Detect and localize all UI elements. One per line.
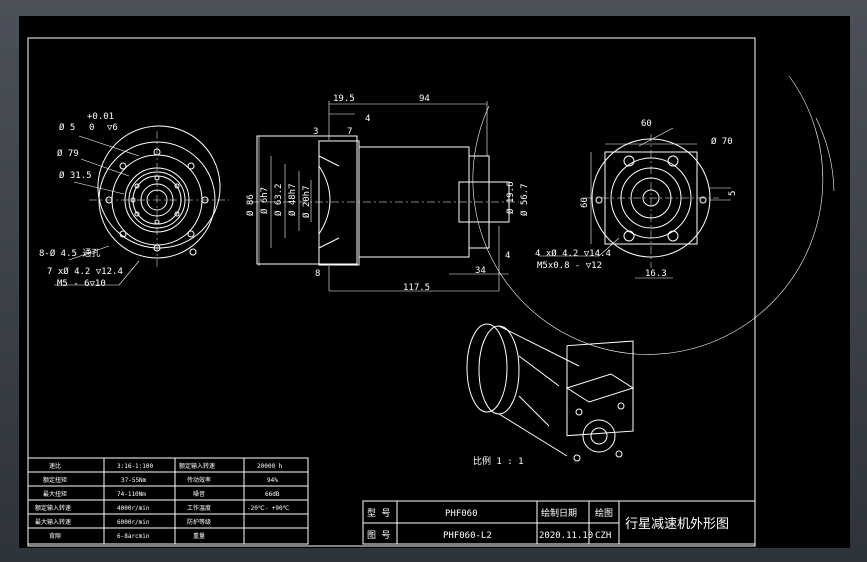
side-dia-2: Ø 63.2 <box>273 183 284 216</box>
tb-title: 行星减速机外形图 <box>625 517 729 532</box>
side-dim-6: 34 <box>475 266 486 276</box>
spec-r1-c1: 37-55Nm <box>121 477 147 484</box>
side-dia-3: Ø 48h7 <box>287 183 298 216</box>
side-dim-5: 8 <box>315 269 320 279</box>
spec-r2-c1: 74-110Nm <box>117 491 146 498</box>
side-dim-2: 4 <box>365 114 370 124</box>
spec-r1-c3: 94% <box>267 477 278 484</box>
flange-holes-2: M5x0.8 - ▽12 <box>537 261 602 271</box>
tb-drawing-no: PHF060-L2 <box>443 531 492 541</box>
tb-model-label: 型 号 <box>367 508 390 519</box>
section-circle-arc <box>815 117 835 192</box>
side-view <box>251 101 519 292</box>
side-dim-4: 7 <box>347 127 352 137</box>
flange-view <box>539 127 731 279</box>
front-bore-dia: Ø 5 <box>59 122 75 133</box>
drawing-border <box>27 37 756 547</box>
title-block <box>362 500 756 545</box>
spec-r4-c0: 最大输入转速 <box>35 518 71 526</box>
isometric-view <box>466 323 635 462</box>
spec-r3-c0: 额定输入转速 <box>35 504 71 512</box>
tb-date-label: 绘制日期 <box>541 507 577 519</box>
front-holes-inner-2: M5 - 6▽10 <box>57 279 106 289</box>
spec-r5-c1: 6-8arcmin <box>117 533 150 540</box>
flange-height: 60 <box>580 197 590 208</box>
front-tol-upper: +0.01 <box>87 112 114 122</box>
tb-model: PHF060 <box>445 509 478 519</box>
spec-r0-c2: 额定输入转速 <box>179 462 215 470</box>
flange-key-width: 16.3 <box>645 269 667 279</box>
iso-label: 比例 1 : 1 <box>473 455 524 467</box>
spec-r1-c0: 额定扭矩 <box>43 476 67 484</box>
spec-r0-c1: 3:16-1:100 <box>117 463 154 470</box>
side-dim-1: 94 <box>419 94 430 104</box>
flange-width: 60 <box>641 119 652 129</box>
flange-pcd: Ø 70 <box>711 136 733 147</box>
spec-table <box>27 457 309 545</box>
tb-date: 2020.11.10 <box>539 531 593 541</box>
side-dia-4: Ø 20h7 <box>301 185 312 218</box>
cad-drawing-canvas[interactable]: +0.01 Ø 5 0 ▽6 Ø 79 Ø 31.5 8-Ø 4.5 通孔 7 … <box>19 16 850 548</box>
side-dia-1: Ø 6h7 <box>259 187 270 214</box>
spec-r0-c3: 20000 h <box>257 463 283 470</box>
spec-r5-c2: 重量 <box>193 532 205 540</box>
tb-drawing-no-label: 图 号 <box>367 530 390 541</box>
spec-r1-c2: 传动效率 <box>187 476 211 484</box>
side-dim-0: 19.5 <box>333 94 355 104</box>
section-circle <box>472 75 824 355</box>
spec-r2-c2: 噪音 <box>193 490 205 498</box>
spec-r4-c2: 防护等级 <box>187 518 211 526</box>
spec-r3-c2: 工作温度 <box>187 504 211 512</box>
front-view <box>54 125 229 286</box>
tb-drawer: CZH <box>595 531 611 541</box>
spec-r4-c1: 6000r/min <box>117 519 150 526</box>
front-holes-inner-1: 7 xØ 4.2 ▽12.4 <box>47 266 123 277</box>
spec-r3-c3: -20℃- +90℃ <box>247 505 290 512</box>
front-pcd: Ø 79 <box>57 148 79 159</box>
spec-r0-c0: 速比 <box>49 462 61 470</box>
front-pilot: Ø 31.5 <box>59 170 92 181</box>
front-tol-lower: 0 <box>89 123 94 133</box>
front-bore-depth: ▽6 <box>107 123 118 133</box>
spec-r3-c1: 4000r/min <box>117 505 150 512</box>
side-dim-3: 3 <box>313 127 318 137</box>
side-dim-8: 4 <box>505 251 510 261</box>
drawing-svg: +0.01 Ø 5 0 ▽6 Ø 79 Ø 31.5 8-Ø 4.5 通孔 7 … <box>27 37 835 547</box>
spec-r2-c0: 最大扭矩 <box>43 490 67 498</box>
side-dia-6: Ø 56.7 <box>519 183 530 216</box>
flange-holes-1: 4 xØ 4.2 ▽14.4 <box>535 248 611 259</box>
side-dim-7: 117.5 <box>403 283 430 293</box>
spec-r5-c0: 背隙 <box>49 532 61 540</box>
side-dia-0: Ø 86 <box>245 194 256 216</box>
flange-key: 5 <box>728 191 738 196</box>
front-holes-outer: 8-Ø 4.5 通孔 <box>39 248 100 259</box>
spec-r2-c3: 66dB <box>265 491 280 498</box>
tb-drawer-label: 绘图 <box>595 507 613 519</box>
side-dia-5: Ø 19.6 <box>505 181 516 214</box>
